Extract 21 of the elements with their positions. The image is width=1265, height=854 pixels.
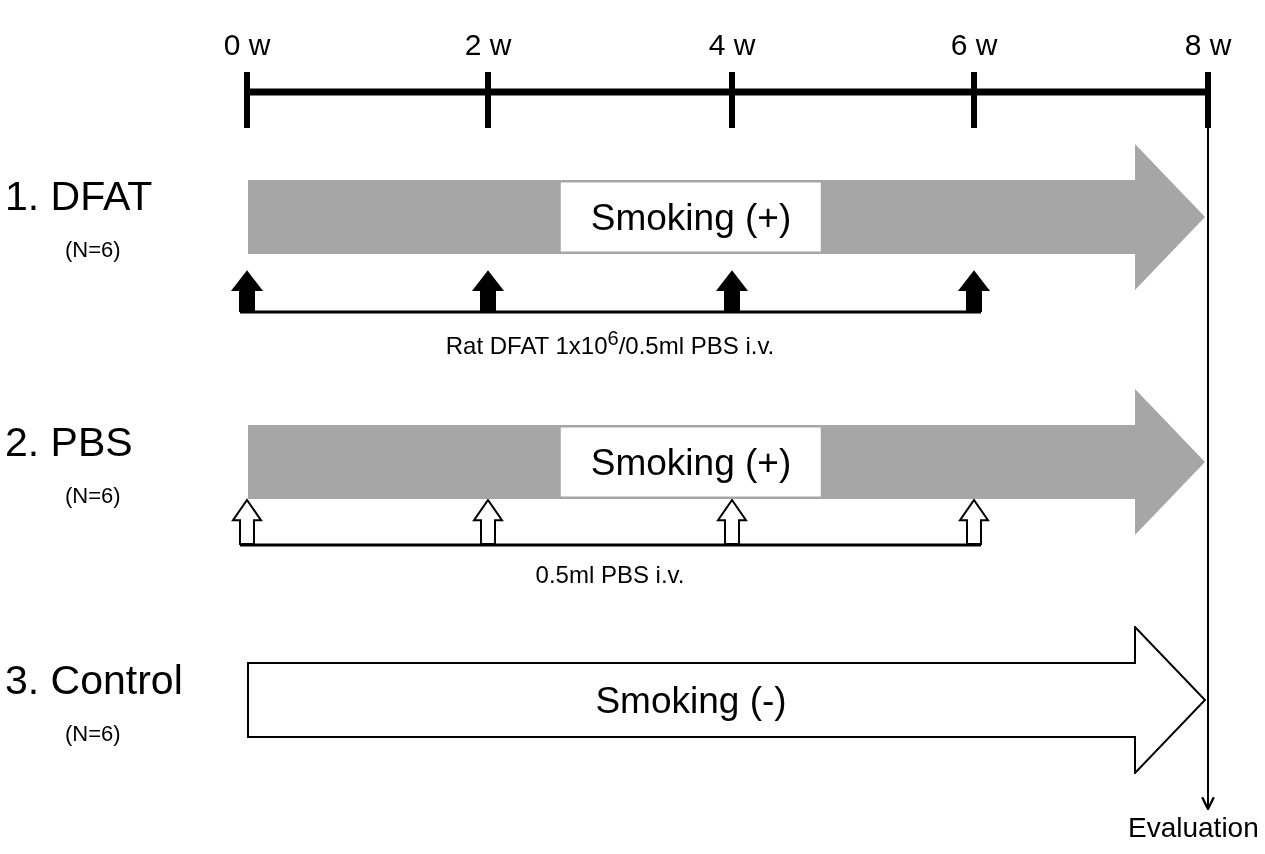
tick-label: 6 w: [950, 30, 998, 60]
phase-label: Smoking (+): [560, 427, 822, 497]
injection-note: 0.5ml PBS i.v.: [535, 563, 685, 587]
sample-size: (N=6): [65, 485, 121, 507]
block-arrow: [247, 388, 1207, 536]
block-arrow: [247, 626, 1207, 774]
arrow: [1201, 95, 1215, 811]
block-arrow: [247, 143, 1207, 291]
sample-size: (N=6): [65, 723, 121, 745]
injection-note: Rat DFAT 1x10$^{6}$/0.5ml PBS i.v.: [445, 328, 775, 358]
tick-label: 4 w: [708, 30, 756, 60]
phase-label: Smoking (-): [594, 678, 788, 723]
group-label: 2. PBS: [5, 421, 133, 463]
tick-label: 8 w: [1184, 30, 1232, 60]
tick-label: 0 w: [223, 30, 271, 60]
evaluation-label: Evaluation: [1128, 810, 1258, 846]
group-label: 1. DFAT: [5, 175, 153, 217]
sample-size: (N=6): [65, 239, 121, 261]
tick-label: 2 w: [464, 30, 512, 60]
phase-label: Smoking (+): [560, 182, 822, 252]
group-label: 3. Control: [5, 659, 183, 701]
